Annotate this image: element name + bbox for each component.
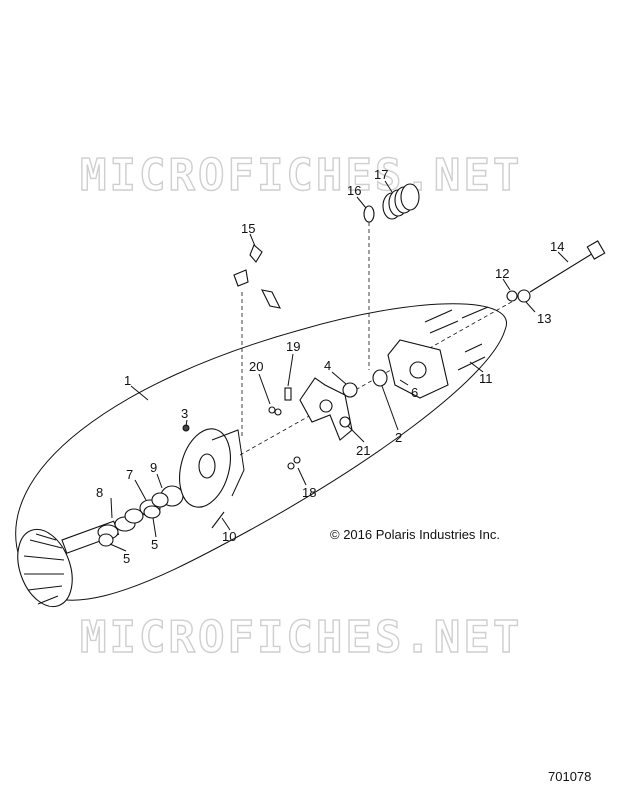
callout-15: 15 <box>241 221 255 236</box>
spacer-9 <box>151 485 184 508</box>
bushing-21 <box>339 416 351 428</box>
ring-16 <box>363 205 375 223</box>
pin-19 <box>284 387 292 401</box>
callout-12: 12 <box>495 266 509 281</box>
watermark-top: MICROFICHES.NET <box>80 150 522 201</box>
callout-18: 18 <box>302 485 316 500</box>
snap-ring-5a <box>98 533 114 547</box>
callout-1: 1 <box>124 373 131 388</box>
washer-13 <box>517 289 531 303</box>
callout-19: 19 <box>286 339 300 354</box>
bolt-14 <box>529 240 606 293</box>
callout-13: 13 <box>537 311 551 326</box>
copyright-notice: © 2016 Polaris Industries Inc. <box>330 527 500 542</box>
watermark-bottom: MICROFICHES.NET <box>80 612 522 663</box>
callout-3: 3 <box>181 406 188 421</box>
cover-plate <box>387 339 449 399</box>
callout-14: 14 <box>550 239 564 254</box>
callout-9: 9 <box>150 460 157 475</box>
weights-15 <box>233 244 281 309</box>
callout-5b: 5 <box>151 537 158 552</box>
pin-10 <box>211 511 225 529</box>
nut-4 <box>342 382 358 398</box>
callout-16: 16 <box>347 183 361 198</box>
leader-lines <box>109 180 569 552</box>
washer-2 <box>372 369 388 387</box>
callout-21: 21 <box>356 443 370 458</box>
document-number: 701078 <box>548 769 592 784</box>
washers-18 <box>287 456 301 470</box>
spring-17 <box>382 183 420 220</box>
callouts: 1 2 3 4 5 5 6 7 8 9 10 11 12 13 14 15 16… <box>96 167 564 566</box>
snap-ring-5b <box>143 505 161 519</box>
roller-buttons-20 <box>268 406 282 416</box>
bolts-11 <box>424 306 489 371</box>
callout-2: 2 <box>395 430 402 445</box>
callout-8: 8 <box>96 485 103 500</box>
callout-5a: 5 <box>123 551 130 566</box>
callout-4: 4 <box>324 358 331 373</box>
callout-11: 11 <box>479 371 493 386</box>
callout-17: 17 <box>374 167 388 182</box>
assembly-outline <box>15 303 507 601</box>
callout-7: 7 <box>126 467 133 482</box>
callout-10: 10 <box>222 529 236 544</box>
washer-12 <box>506 290 518 302</box>
fixed-sheave <box>179 424 245 508</box>
callout-20: 20 <box>249 359 263 374</box>
callout-6: 6 <box>411 385 418 400</box>
